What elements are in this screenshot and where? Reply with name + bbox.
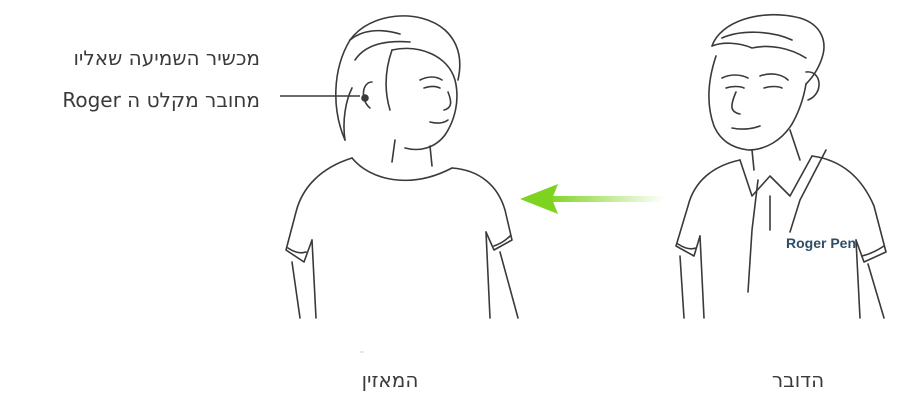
callout-text-line-1: מכשיר השמיעה שאליו (8, 46, 260, 70)
signal-arrow (520, 184, 664, 214)
listener-figure (286, 16, 518, 318)
listener-label: המאזין (330, 368, 450, 392)
speaker-figure (676, 15, 886, 318)
device-label: Roger Pen (786, 235, 856, 251)
callout-text-line-2: מחובר מקלט ה Roger (8, 88, 260, 112)
speaker-label: הדובר (738, 368, 858, 392)
